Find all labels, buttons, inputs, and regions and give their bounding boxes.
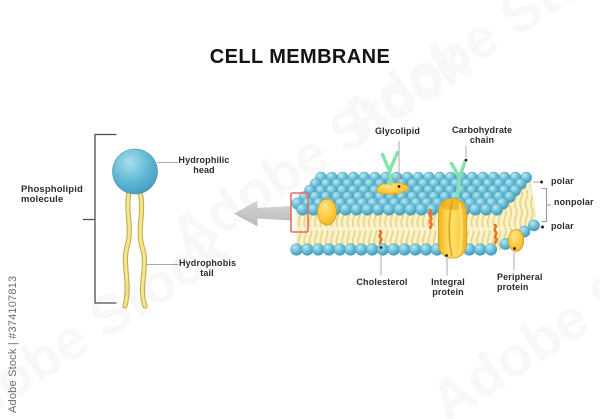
zoom-arrow-icon [234,200,292,227]
phospholipid-head-sphere [409,243,422,256]
peripheral-protein-shape [507,229,525,252]
phospholipid-head-sphere [296,203,309,216]
phospholipid-head-sphere [333,243,346,256]
leader-dots [379,158,544,257]
phospholipid-head-sphere [484,243,498,256]
phospholipid-head-sphere [350,203,363,216]
phospholipid-head-sphere [404,203,417,216]
watermark-text: Adobe Stock [0,214,241,419]
phospholipid-head-sphere [382,203,396,216]
phospholipid-head-sphere [365,243,379,256]
nonpolar-label: nonpolar [554,197,594,207]
phospholipid-head-sphere [490,203,504,216]
polar-top-label: polar [551,176,574,186]
hydrophobic-tails-shape [122,189,148,309]
phospholipid-head-sphere [376,243,390,256]
carbohydrate-chain-label: Carbohydrate chain [452,125,513,145]
phospholipid-highlight-box [290,192,309,233]
phospholipid-head-sphere [371,203,385,216]
bilayer-seam [296,227,502,231]
glycolipid-label: Glycolipid [375,126,421,136]
cholesterol-label: Cholesterol [356,277,408,287]
hydrophilic-head-shape [112,148,158,195]
molecule-bracket [83,133,117,304]
phospholipid-head-sphere [387,243,400,256]
nonpolar-bracket [541,187,551,223]
phospholipid-head-sphere [473,243,487,256]
phospholipid-head-sphere [425,203,439,216]
leader-lines [380,141,551,276]
page-title: CELL MEMBRANE [209,46,391,68]
phospholipid-molecule-label: Phospholipid molecule [21,184,83,205]
attribution-text: Adobe Stock | #374107813 [7,275,19,413]
membrane-block-drawing [290,150,540,259]
phospholipid-head-sphere [290,243,303,256]
surface-protein-shape [317,198,337,226]
carbohydrate-chains-drawing [380,150,467,198]
phospholipid-molecule-drawing [83,133,179,309]
phospholipid-head-sphere [398,243,411,256]
phospholipid-head-sphere [479,203,493,216]
phospholipid-head-sphere [528,219,540,232]
phospholipid-head-sphere [361,203,374,216]
carbohydrate-chain-shape [449,159,467,198]
phospholipid-head-sphere [419,243,433,256]
phospholipid-head-sphere [311,243,325,256]
polar-bottom-label: polar [551,221,574,231]
phospholipid-head-sphere [301,243,314,256]
integral-protein-shape [438,198,467,259]
phospholipid-head-sphere [393,203,406,216]
peripheral-protein-label: Peripheral protein [497,272,543,292]
hydrophobic-tail-label: Hydrophobis tail [179,258,237,278]
phospholipid-head-sphere [415,203,428,216]
hydrophilic-head-label: Hydrophilic head [178,155,230,175]
integral-protein-label: Integral protein [431,277,465,297]
phospholipid-head-sphere [322,243,336,256]
phospholipid-head-sphere [344,243,357,256]
phospholipid-head-sphere [339,203,352,216]
phospholipid-head-sphere [355,243,368,256]
phospholipid-head-sphere [469,203,482,216]
glycolipid-chain [380,150,400,187]
